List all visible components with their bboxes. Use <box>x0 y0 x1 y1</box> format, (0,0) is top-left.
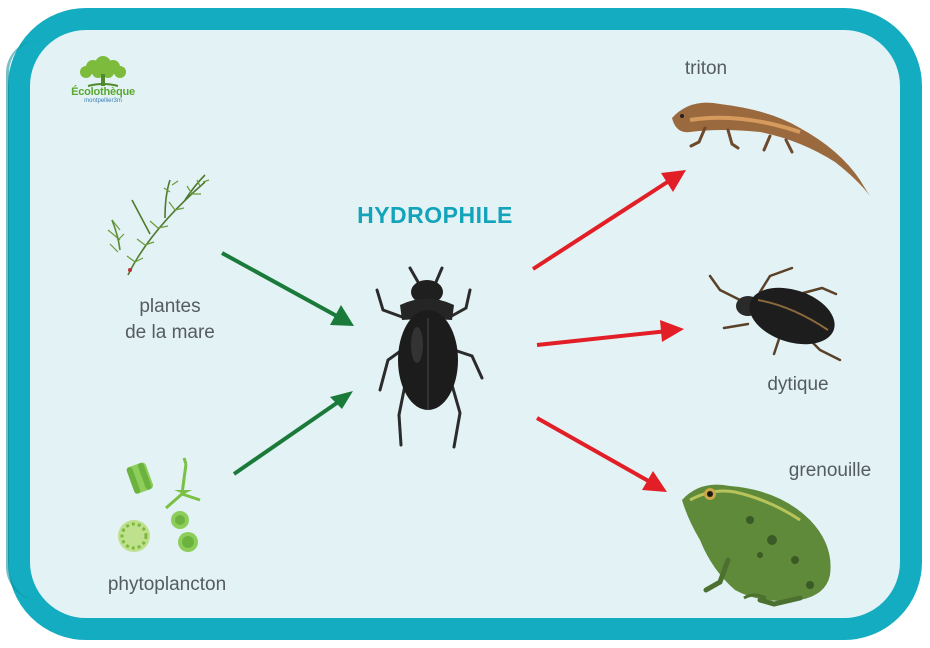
plants-label: plantes de la mare <box>100 294 240 346</box>
arrow-plants-to-hydrophile <box>222 253 344 320</box>
arrowhead-diving-beetle <box>660 320 684 342</box>
hydrophile-beetle-illustration <box>377 268 482 447</box>
arrowhead-newt <box>661 170 686 192</box>
frog-label: grenouille <box>770 458 890 484</box>
diving-beetle-illustration <box>710 268 842 360</box>
newt-label: triton <box>666 56 746 82</box>
arrow-hydrophile-to-diving-beetle <box>537 331 668 345</box>
arrow-phytoplankton-to-hydrophile <box>234 398 344 474</box>
arrow-hydrophile-to-frog <box>537 418 652 483</box>
phytoplankton-illustration <box>118 458 200 552</box>
diving-beetle-label: dytique <box>748 372 848 398</box>
newt-illustration <box>672 103 870 196</box>
diagram-title: HYDROPHILE <box>300 202 570 229</box>
plants-label-line1: plantes <box>100 294 240 320</box>
frog-illustration <box>682 485 831 604</box>
plants-label-line2: de la mare <box>100 320 240 346</box>
phytoplankton-label: phytoplancton <box>72 572 262 598</box>
pond-plant-illustration <box>108 175 209 275</box>
